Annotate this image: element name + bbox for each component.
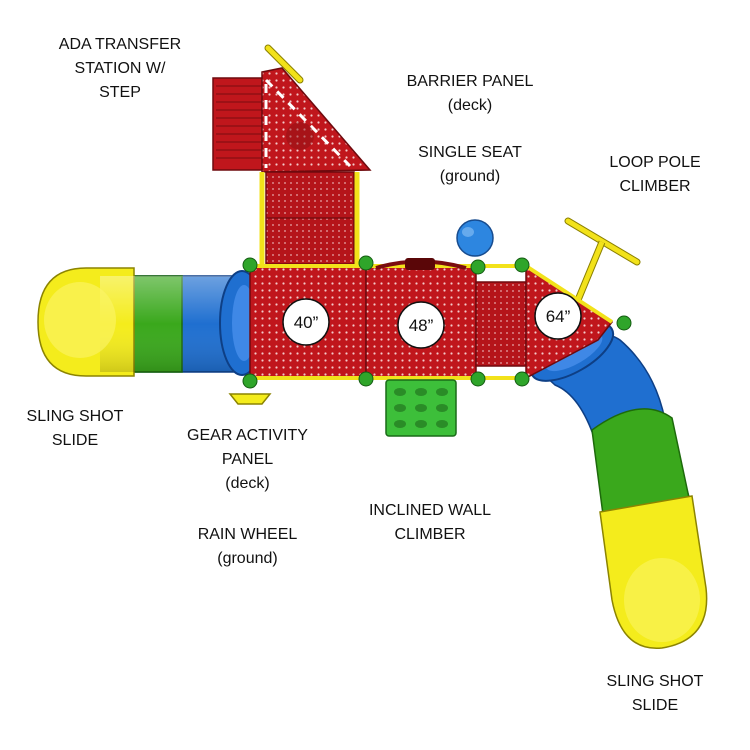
ada-transfer-station [212, 77, 266, 171]
main-deck [249, 258, 614, 380]
inclined-wall-climber [385, 379, 457, 437]
label-rain-wheel: RAIN WHEEL (ground) [197, 526, 298, 567]
label-barrier-panel: BARRIER PANEL (deck) [406, 73, 534, 114]
deck-height-markers: 40” 48” 64” [282, 292, 582, 349]
single-seat [456, 219, 494, 257]
label-loop-pole-climber: LOOP POLE CLIMBER [609, 154, 701, 195]
label-ada-transfer-station: ADA TRANSFER STATION W/ STEP [58, 36, 182, 101]
rain-wheel [228, 393, 272, 405]
label-inclined-wall-climber: INCLINED WALL CLIMBER [368, 502, 492, 543]
top-pole [264, 44, 304, 84]
label-sling-shot-slide-left: SLING SHOT SLIDE [26, 408, 124, 449]
deck-height-label: 40” [294, 313, 319, 332]
label-gear-activity-panel: GEAR ACTIVITY PANEL (deck) [187, 427, 308, 492]
post-clamps [242, 255, 632, 389]
transfer-platform [261, 67, 372, 173]
deck-height-label: 64” [546, 307, 571, 326]
label-sling-shot-slide-right: SLING SHOT SLIDE [606, 673, 704, 714]
deck-height-label: 48” [409, 316, 434, 335]
label-single-seat: SINGLE SEAT (ground) [418, 144, 522, 185]
ramp-section [259, 171, 360, 268]
sling-shot-slide-left [37, 267, 265, 377]
loop-pole-climber [564, 217, 641, 302]
